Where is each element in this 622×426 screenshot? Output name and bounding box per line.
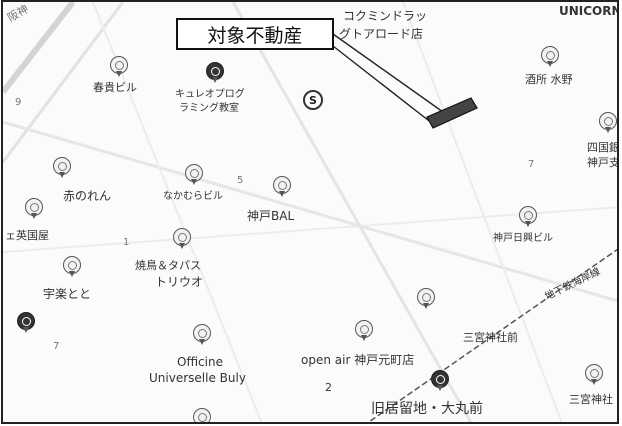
target-property-callout[interactable]: 対象不動産 xyxy=(176,18,334,50)
label-eikokuya: ェ英国屋 xyxy=(5,229,49,242)
label-yakitori-2: トリウオ xyxy=(155,275,204,289)
map-pin-icon[interactable] xyxy=(193,408,211,422)
map-pin-icon[interactable] xyxy=(519,206,537,228)
map-pin-icon[interactable] xyxy=(599,112,617,134)
label-num-2: 2 xyxy=(325,381,332,394)
label-num-1: 1 xyxy=(123,237,130,248)
label-kobe-nissei: 神戸日興ビル xyxy=(493,233,553,244)
road-east-west-1 xyxy=(3,120,617,303)
label-kobe-bal: 神戸BAL xyxy=(247,209,295,223)
label-sannomiya-mae: 三宮神社前 xyxy=(463,331,518,344)
label-unicorn: UNICORN xyxy=(559,4,619,18)
road-east-west-2 xyxy=(3,206,617,253)
map-pin-icon[interactable] xyxy=(185,164,203,186)
label-sannomiya-jinja: 三宮神社 xyxy=(569,393,613,406)
label-num-5: 5 xyxy=(237,175,244,186)
school-pin-icon[interactable] xyxy=(206,62,224,84)
road-diagonal-topleft xyxy=(3,2,76,94)
label-ujiraku: 宇楽とと xyxy=(43,287,92,301)
label-officine-1: Officine xyxy=(177,355,223,369)
map-pin-icon[interactable] xyxy=(417,288,435,310)
map-pin-icon[interactable] xyxy=(110,56,128,78)
map-pin-icon[interactable] xyxy=(585,364,603,386)
map-pin-icon[interactable] xyxy=(173,228,191,250)
label-num-7-top: 7 xyxy=(528,159,535,170)
label-kyureo-2: ラミング教室 xyxy=(179,103,239,114)
label-open-air: open air 神戸元町店 xyxy=(301,353,415,367)
label-num-9: 9 xyxy=(15,97,22,108)
label-kyukyoryuchi: 旧居留地・大丸前 xyxy=(371,401,483,417)
subway-line xyxy=(367,248,617,422)
map-pin-icon[interactable] xyxy=(25,198,43,220)
metro-station-icon[interactable] xyxy=(431,370,449,392)
label-shikoku-1: 四国銀 xyxy=(587,141,619,154)
map-pin-icon[interactable] xyxy=(355,320,373,342)
callout-leader-1 xyxy=(332,33,444,113)
label-yakitori-1: 焼鳥＆タパス xyxy=(135,259,201,272)
target-property-marker[interactable] xyxy=(426,97,478,129)
map-pin-icon[interactable] xyxy=(273,176,291,198)
map-pin-icon[interactable] xyxy=(541,46,559,68)
map-pin-icon[interactable] xyxy=(193,324,211,346)
map-pin-icon[interactable] xyxy=(63,256,81,278)
road-north-south-1 xyxy=(231,2,473,422)
label-kokumin-2: グトアロード店 xyxy=(339,27,424,41)
road-north-south-3 xyxy=(402,2,563,422)
label-akanoren: 赤のれん xyxy=(63,189,112,203)
label-kakubiru: 春貴ビル xyxy=(93,81,137,94)
map-pin-icon[interactable] xyxy=(53,157,71,179)
label-kyureo-1: キュレオプログ xyxy=(175,89,245,100)
label-idokoro: 酒所 水野 xyxy=(525,73,573,86)
metro-station-icon[interactable] xyxy=(17,312,35,334)
label-kokumin-1: コクミンドラッ xyxy=(343,9,428,23)
callout-leader-2 xyxy=(332,45,434,125)
label-shikoku-2: 神戸支 xyxy=(587,156,619,169)
label-officine-2: Universelle Buly xyxy=(149,371,246,385)
label-num-7-bottom: 7 xyxy=(53,341,60,352)
label-nakamura: なかむらビル xyxy=(163,191,223,202)
metro-station-icon[interactable]: S xyxy=(303,90,323,110)
